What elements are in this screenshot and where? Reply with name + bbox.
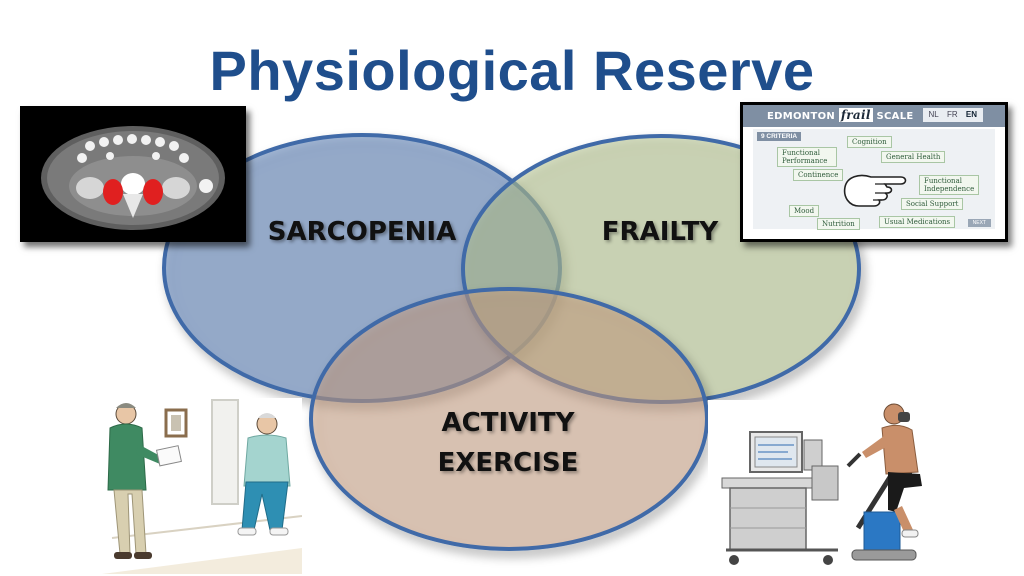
efs-language-switch: NL FR EN: [922, 108, 983, 122]
efs-brand-suffix: SCALE: [876, 111, 914, 122]
slide-title: Physiological Reserve: [209, 39, 815, 102]
efs-brand-prefix: EDMONTON: [767, 111, 836, 122]
efs-chip-usual-medications: Usual Medications: [879, 216, 956, 228]
efs-header: EDMONTON frail SCALE NL FR EN: [743, 105, 1005, 127]
edmonton-frail-scale-screenshot: EDMONTON frail SCALE NL FR EN 9 CRITERIA…: [740, 102, 1008, 242]
efs-lang-fr: FR: [946, 110, 958, 119]
label-frailty: FRAILTY: [601, 217, 719, 247]
label-activity: ACTIVITY: [441, 408, 575, 438]
efs-brand-italic: frail: [838, 108, 873, 122]
venn-circle-activity: [309, 287, 709, 551]
efs-chip-general-health: General Health: [881, 151, 946, 163]
cardiopulmonary-exercise-test-illustration: [708, 400, 940, 576]
efs-lang-nl: NL: [928, 110, 939, 119]
label-sarcopenia: SARCOPENIA: [267, 217, 457, 247]
abdominal-ct-scan-icon: [41, 126, 225, 230]
efs-lang-en: EN: [965, 110, 977, 119]
label-exercise: EXERCISE: [437, 448, 579, 478]
efs-chip-social-support: Social Support: [901, 198, 964, 210]
efs-brand: EDMONTON frail SCALE: [767, 108, 914, 122]
efs-next-button: NEXT: [967, 219, 991, 227]
efs-chip-cognition: Cognition: [847, 136, 892, 148]
pointing-hand-icon: [843, 174, 907, 207]
efs-chip-functional-performance: Functional Performance: [777, 147, 837, 167]
walking-test-illustration: [102, 398, 302, 574]
efs-chip-nutrition: Nutrition: [817, 218, 860, 230]
efs-chip-continence: Continence: [793, 169, 844, 181]
efs-criteria-label: 9 CRITERIA: [757, 132, 802, 141]
ct-scan-image: [20, 106, 246, 242]
efs-chip-functional-independence: Functional Independence: [919, 175, 979, 195]
efs-chip-mood: Mood: [789, 205, 820, 217]
